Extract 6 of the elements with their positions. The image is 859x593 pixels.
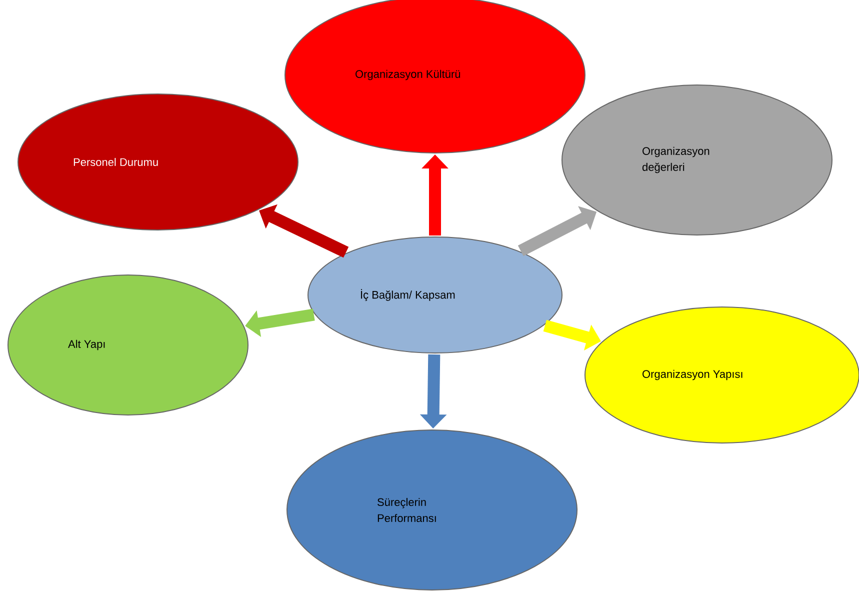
- ellipse-node: İç Bağlam/ Kapsam: [308, 236, 562, 354]
- ellipse-node: Personel Durumu: [18, 94, 298, 230]
- ellipse-node: Organizasyon Yapısı: [584, 306, 859, 444]
- ellipse-node: Alt Yapı: [8, 274, 248, 416]
- ellipse-node: Organizasyon değerleri: [562, 84, 832, 236]
- ellipse-node: Süreçlerin Performansı: [286, 430, 578, 590]
